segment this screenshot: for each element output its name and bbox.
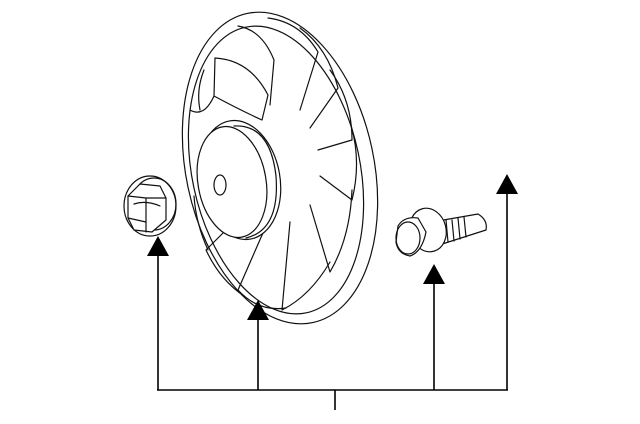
callout-leader-lines <box>157 192 508 410</box>
arrow-icon-fan <box>247 300 269 320</box>
arrow-icon-bolt <box>423 264 445 284</box>
flange-bolt-icon <box>395 207 487 257</box>
arrow-icon-nut <box>147 236 169 256</box>
hex-flange-nut-icon <box>123 175 177 237</box>
arrow-icon-assembly <box>496 174 518 194</box>
cooling-fan-blade-icon <box>181 11 379 325</box>
